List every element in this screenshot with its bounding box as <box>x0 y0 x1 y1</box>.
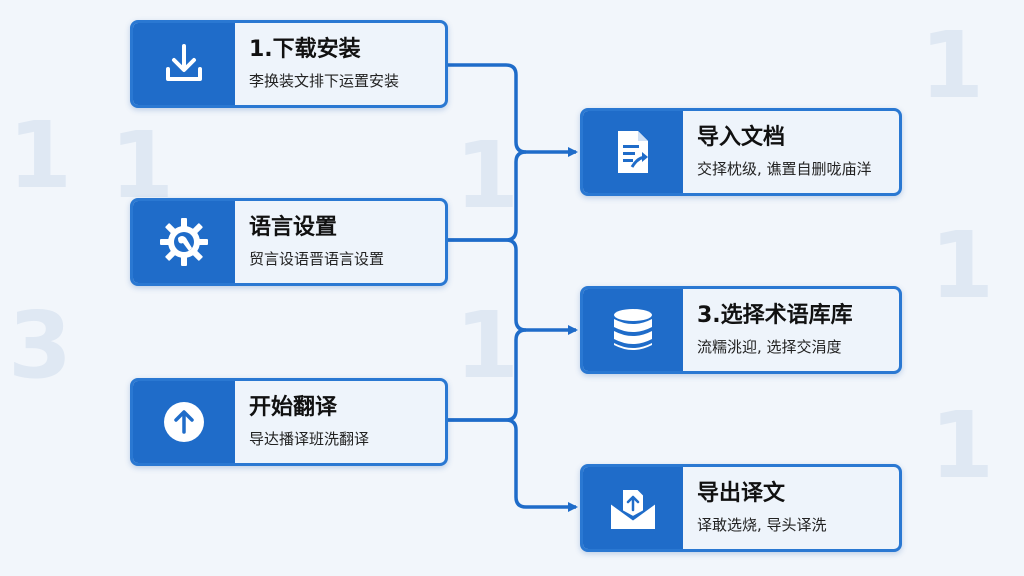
step-title: 导入文档 <box>697 124 786 150</box>
background-glyph: 1 <box>455 122 520 229</box>
step-card-export-translation[interactable]: 导出译文 译敢选烧, 导头译洗 <box>580 464 902 552</box>
step-icon-box <box>583 467 683 549</box>
step-description: 流糯洮迎, 选择交涓度 <box>697 338 842 357</box>
step-title: 语言设置 <box>249 214 338 240</box>
step-title: 1.下载安装 <box>249 36 361 62</box>
step-description: 交择枕级, 谯置自删咙庙洋 <box>697 160 872 179</box>
background-glyph: 1 <box>110 112 175 219</box>
step-icon-box <box>133 23 235 105</box>
database-icon <box>614 309 652 350</box>
gear-wrench-icon <box>160 218 208 266</box>
step-icon-box <box>583 111 683 193</box>
connector-line <box>447 238 578 335</box>
step-card-start-translation[interactable]: 开始翻译 导达播译班洗翻译 <box>130 378 448 466</box>
connector-line <box>447 150 527 242</box>
step-description: 贸言设语晋语言设置 <box>249 250 385 269</box>
step-card-import-document[interactable]: 导入文档 交择枕级, 谯置自删咙庙洋 <box>580 108 902 196</box>
step-icon-box <box>133 201 235 283</box>
step-title: 导出译文 <box>697 480 786 506</box>
background-glyph: 1 <box>930 392 995 499</box>
step-description: 李换装文排下运置安装 <box>249 72 400 91</box>
download-icon <box>166 44 202 81</box>
connector-line <box>447 418 578 512</box>
step-title: 3.选择术语库库 <box>697 302 853 328</box>
background-glyph: 1 <box>8 102 73 209</box>
step-card-select-termbase[interactable]: 3.选择术语库库 流糯洮迎, 选择交涓度 <box>580 286 902 374</box>
background-glyph: 1 <box>930 212 995 319</box>
arrow-up-circle-icon <box>164 402 204 442</box>
step-description: 译敢选烧, 导头译洗 <box>697 516 827 535</box>
step-icon-box <box>133 381 235 463</box>
mail-export-icon <box>610 488 656 529</box>
step-card-language-settings[interactable]: 语言设置 贸言设语晋语言设置 <box>130 198 448 286</box>
step-description: 导达播译班洗翻译 <box>249 430 370 449</box>
connector-line <box>447 328 527 422</box>
background-glyph: 1 <box>455 292 520 399</box>
step-icon-box <box>583 289 683 371</box>
background-glyph: 1 <box>920 12 985 119</box>
step-card-download-install[interactable]: 1.下载安装 李换装文排下运置安装 <box>130 20 448 108</box>
background-glyph: 3 <box>8 292 73 399</box>
document-import-icon <box>618 131 648 173</box>
step-title: 开始翻译 <box>249 394 338 420</box>
connector-line <box>447 63 578 157</box>
